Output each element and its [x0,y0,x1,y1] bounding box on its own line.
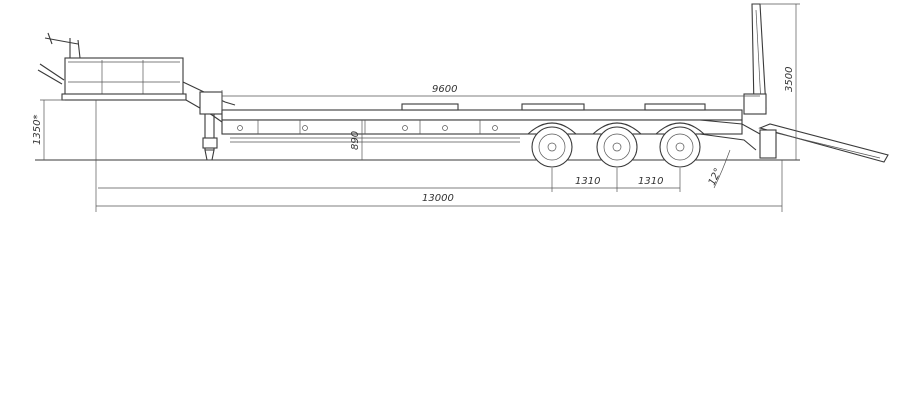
dimension-ramp-angle-label: 12° [707,167,724,188]
dimension-ramp-height: 3500 [760,3,800,160]
dimension-overall-length-label: 13000 [422,193,454,204]
rear-ramp-raised [743,3,767,115]
dimension-axle-spacing: 1310 1310 [98,168,681,192]
dimension-deck-height: 890 [350,120,363,160]
gooseneck [37,32,236,161]
tail-section [699,119,761,135]
dimension-overall-length: 13000 [95,100,783,212]
dimension-deck-length-label: 9600 [432,84,457,95]
dimension-ramp-angle: 12° [707,149,731,189]
wheel [596,126,638,168]
rear-ramp-lowered [758,123,889,163]
dimension-axle-spacing-1-label: 1310 [575,176,600,187]
dimension-deck-length: 9600 [221,84,760,110]
dimension-axle-spacing-2-label: 1310 [638,176,663,187]
dimension-deck-height-label: 890 [350,131,361,150]
wheel [659,126,701,168]
dimension-ramp-height-label: 3500 [784,67,795,92]
wheel [531,126,573,168]
axle-group [527,122,705,168]
dimension-gooseneck-height-label: 1350* [32,115,43,145]
dimension-gooseneck-height: 1350* [32,99,65,160]
